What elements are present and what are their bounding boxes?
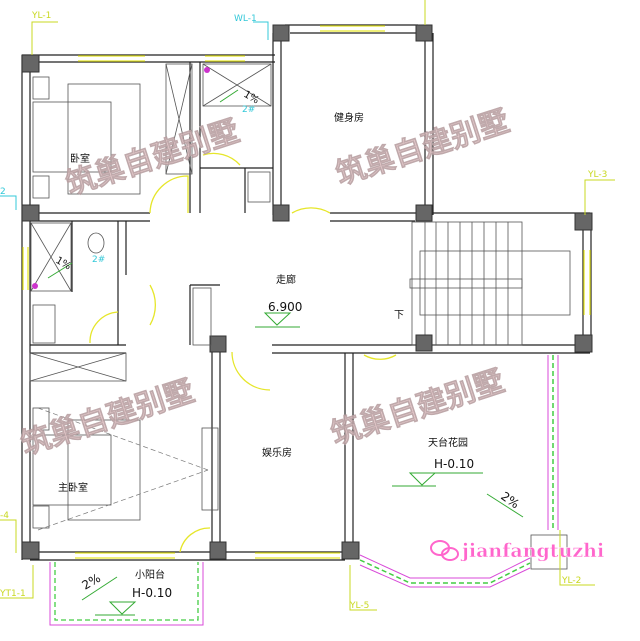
pipe-tags: YL-1 WL-1 YL-3 YL-2 YL-5 -4 YT1-1 2	[0, 11, 607, 611]
watermark-text: 筑巢自建别墅	[327, 364, 509, 453]
pipe-leaders	[0, 0, 615, 611]
label-corridor: 走廊	[276, 273, 296, 286]
doors	[89, 152, 397, 553]
roof-garden-slope: 2%	[498, 489, 522, 511]
pipe-tag-left: 2	[0, 187, 6, 197]
balcony-railings	[49, 355, 568, 626]
pipe-tag-yl4: -4	[0, 511, 9, 521]
label-master-bedroom: 主卧室	[58, 481, 88, 494]
watermark-logo: jianfangtuzhi	[460, 540, 604, 562]
roof-garden-elevation: H-0.10	[434, 457, 474, 471]
label-entertainment-room: 娱乐房	[262, 446, 292, 459]
label-bedroom: 卧室	[70, 152, 90, 165]
wechat-icon	[430, 540, 459, 561]
label-roof-garden: 天台花园	[428, 436, 468, 449]
pipe-tag-ytl1: YT1-1	[0, 589, 26, 599]
watermarks: 筑巢自建别墅 筑巢自建别墅 筑巢自建别墅 筑巢自建别墅 jianfangtuzh…	[16, 103, 604, 562]
structural-columns	[21, 24, 593, 560]
pipe-tag-yl3: YL-3	[587, 170, 607, 180]
small-balcony-slope: 2%	[80, 571, 103, 593]
pipe-tag-wl1: WL-1	[234, 14, 257, 24]
bath2-slope: 1%	[54, 255, 73, 272]
label-gym: 健身房	[334, 111, 364, 124]
corridor-elevation: 6.900	[268, 300, 302, 314]
bath2-drain: 2#	[92, 255, 105, 265]
furniture	[29, 63, 272, 531]
label-small-balcony: 小阳台	[135, 568, 165, 581]
walls	[21, 24, 592, 561]
stair-down-label: 下	[394, 310, 404, 321]
pipe-tag-yl5: YL-5	[349, 601, 369, 611]
bath1-slope: 1%	[242, 89, 261, 106]
staircase	[409, 221, 571, 346]
bath1-drain: 2#	[242, 105, 255, 115]
small-balcony-elevation: H-0.10	[132, 586, 172, 600]
pipe-tag-yl2: YL-2	[561, 576, 581, 586]
watermark-text: 筑巢自建别墅	[17, 374, 199, 463]
level-markers	[47, 89, 524, 616]
pipe-tag-yl1: YL-1	[31, 11, 51, 21]
windows	[22, 25, 591, 559]
